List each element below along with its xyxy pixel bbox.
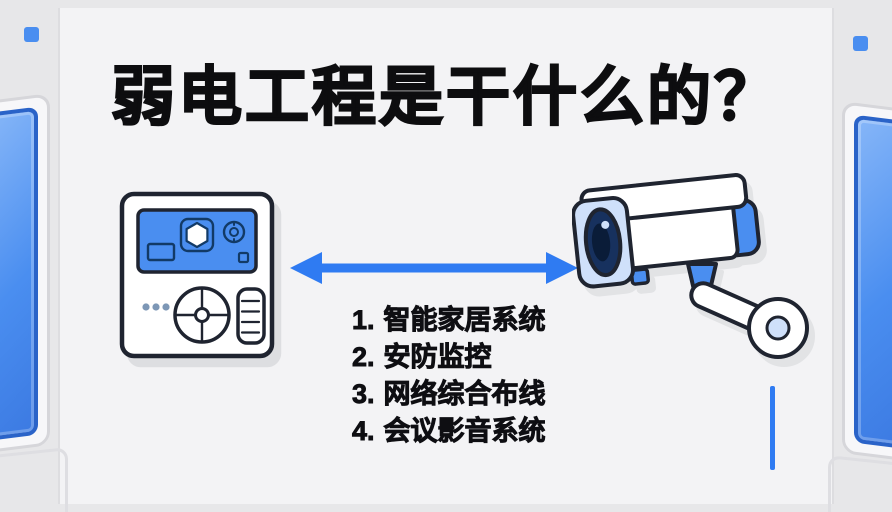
- decor-blue-vertical-line: [770, 386, 775, 470]
- decor-right-blue-panel: [854, 114, 892, 450]
- arrow-head-left: [290, 252, 322, 284]
- list-item-3: 3. 网络综合布线: [352, 376, 546, 413]
- screen-hexagon-icon: [185, 221, 209, 249]
- decor-bottomleft-frame: [0, 447, 68, 512]
- list-item-4: 4. 会议影音系统: [352, 413, 546, 450]
- decor-left-wall-frame: [0, 93, 50, 455]
- list-item-1: 1. 智能家居系统: [352, 302, 546, 339]
- device-dot: [142, 303, 150, 311]
- feature-list: 1. 智能家居系统 2. 安防监控 3. 网络综合布线 4. 会议影音系统: [352, 302, 546, 450]
- decor-bottomright-frame: [828, 455, 892, 512]
- arrow-shaft: [318, 263, 550, 273]
- device-button-column: [236, 287, 266, 345]
- screen-gear-center: [229, 227, 239, 237]
- dial-center: [194, 307, 210, 323]
- decor-left-blue-panel: [0, 106, 38, 442]
- device-dot: [152, 303, 160, 311]
- decor-blue-square-topright: [853, 36, 868, 51]
- intercom-panel-svg: [119, 191, 275, 359]
- list-item-label: 会议影音系统: [383, 416, 546, 447]
- screen-box-frame-icon: [179, 217, 215, 253]
- arrow-head-right: [546, 252, 578, 284]
- screen-rect-icon: [146, 242, 176, 262]
- decor-right-wall-frame: [842, 101, 892, 463]
- camera-body-group: [571, 173, 761, 289]
- list-item-number: 3.: [352, 379, 375, 410]
- camera-lens-inner: [591, 223, 611, 262]
- cctv-camera-icon: [571, 168, 822, 373]
- list-item-number: 2.: [352, 342, 375, 373]
- list-item-number: 1.: [352, 305, 375, 336]
- list-item-number: 4.: [352, 416, 375, 447]
- double-arrow-icon: [288, 246, 580, 295]
- list-item-2: 2. 安防监控: [352, 339, 546, 376]
- poster-title: 弱电工程是干什么的？: [110, 60, 781, 134]
- decor-blue-square-topleft: [24, 27, 39, 42]
- screen-small-square-icon: [237, 251, 250, 264]
- cctv-camera-svg: [571, 173, 809, 359]
- device-dot: [162, 303, 170, 311]
- camera-lens-highlight: [601, 220, 610, 229]
- intercom-panel-icon: [118, 190, 276, 365]
- list-item-label: 安防监控: [383, 342, 492, 373]
- camera-wall-plate-center: [765, 315, 791, 341]
- double-arrow-svg: [290, 252, 578, 284]
- list-item-label: 网络综合布线: [383, 379, 546, 410]
- list-item-label: 智能家居系统: [383, 305, 546, 336]
